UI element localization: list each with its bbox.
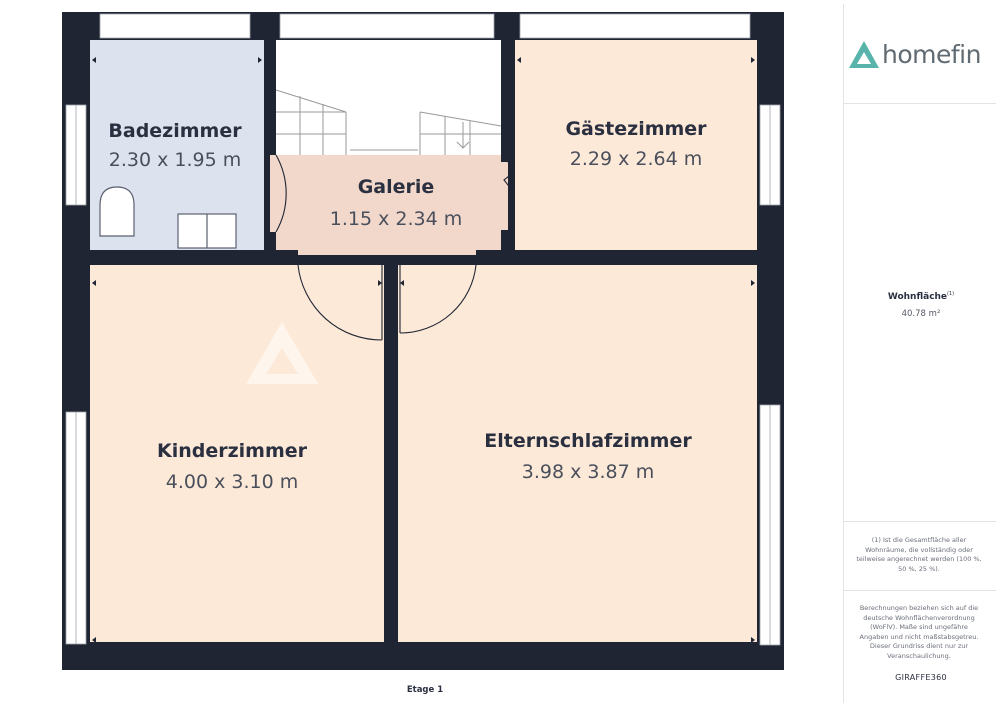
floor-plan: Badezimmer 2.30 x 1.95 m Gästezimmer 2.2…: [62, 12, 784, 670]
watermark-logo-icon: [246, 322, 318, 384]
wall-gallery-guest: [501, 40, 515, 162]
room-dims-galerie: 1.15 x 2.34 m: [330, 208, 462, 230]
wall-gallery-guest-lower: [501, 230, 515, 250]
room-dims-elternschlafzimmer: 3.98 x 3.87 m: [522, 461, 654, 483]
bathroom-fixtures: [99, 186, 237, 249]
windows: [65, 13, 781, 646]
brand-name: homefin: [882, 40, 981, 69]
elternschlafzimmer-floor: [398, 265, 757, 642]
wall-bath-gallery: [264, 232, 276, 250]
panel-separator: [843, 590, 996, 591]
kinderzimmer-floor: [90, 265, 384, 642]
gaestezimmer-floor: [515, 40, 757, 250]
wall-horizontal-right: [476, 250, 757, 265]
room-dims-badezimmer: 2.30 x 1.95 m: [109, 149, 241, 171]
floor-label: Etage 1: [406, 685, 444, 695]
wall-between-bedrooms: [384, 255, 398, 642]
room-dims-kinderzimmer: 4.00 x 3.10 m: [166, 471, 298, 493]
wall-bath-stairs: [264, 40, 276, 155]
area-value: 40.78 m²: [901, 309, 941, 319]
staircase: [275, 89, 502, 155]
room-name-galerie: Galerie: [358, 176, 435, 198]
door-swings: [275, 154, 515, 341]
room-dims-gaestezimmer: 2.29 x 2.64 m: [570, 148, 702, 170]
panel-divider: [843, 4, 844, 703]
area-label: Wohnfläche(1): [887, 291, 955, 302]
room-name-elternschlafzimmer: Elternschlafzimmer: [484, 430, 692, 452]
room-name-gaestezimmer: Gästezimmer: [565, 118, 707, 140]
area-footnote: (1) Ist die Gesamtfläche aller Wohnräume…: [856, 536, 982, 573]
panel-separator: [843, 103, 996, 104]
wall-horizontal-left: [90, 250, 298, 265]
credit-giraffe360: GIRAFFE360: [895, 673, 947, 682]
panel-separator: [843, 521, 996, 522]
galerie-floor: [270, 155, 508, 255]
room-name-badezimmer: Badezimmer: [108, 120, 242, 142]
disclaimer: Berechnungen beziehen sich auf die deuts…: [859, 604, 979, 660]
corner-markers: [92, 57, 755, 643]
homefin-logo-icon: [849, 41, 879, 68]
room-name-kinderzimmer: Kinderzimmer: [157, 440, 308, 462]
brand-logo: homefin: [848, 38, 994, 72]
stairwell: [276, 40, 501, 155]
